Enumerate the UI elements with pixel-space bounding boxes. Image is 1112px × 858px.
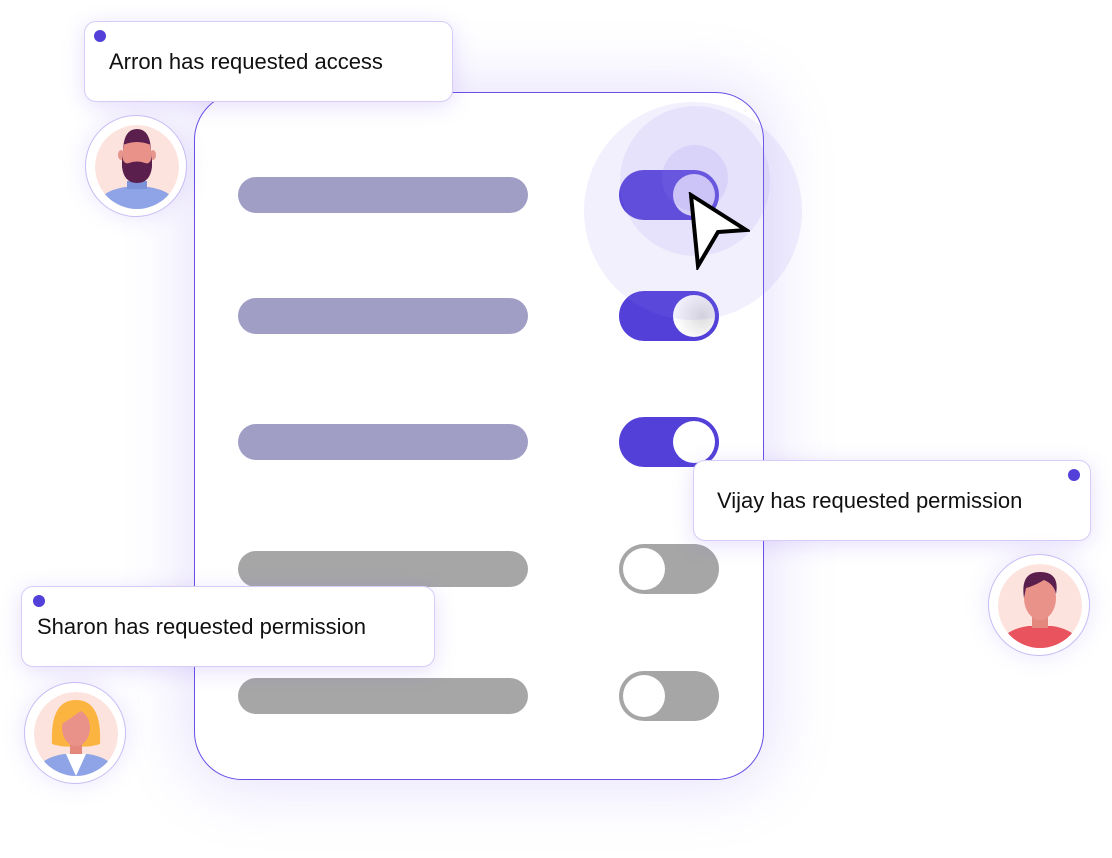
- notification-sharon[interactable]: Sharon has requested permission: [21, 586, 435, 667]
- notification-text: Sharon has requested permission: [37, 613, 366, 639]
- permission-row-4: [195, 544, 763, 594]
- permission-toggle-2[interactable]: [619, 291, 719, 341]
- blonde-woman-avatar: [24, 682, 126, 784]
- toggle-knob: [623, 675, 665, 717]
- permission-label-bar: [238, 424, 528, 460]
- notification-arron[interactable]: Arron has requested access: [84, 21, 453, 102]
- permission-toggle-3[interactable]: [619, 417, 719, 467]
- mouse-pointer-icon: [688, 192, 750, 270]
- notification-text: Vijay has requested permission: [717, 487, 1023, 513]
- notification-text: Arron has requested access: [109, 48, 383, 74]
- permission-label-bar: [238, 177, 528, 213]
- toggle-knob: [673, 421, 715, 463]
- notification-vijay[interactable]: Vijay has requested permission: [693, 460, 1091, 541]
- unread-dot: [33, 595, 45, 607]
- unread-dot: [94, 30, 106, 42]
- permission-row-5: [195, 671, 763, 721]
- permission-label-bar: [238, 551, 528, 587]
- young-man-avatar: [988, 554, 1090, 656]
- permission-label-bar: [238, 678, 528, 714]
- toggle-knob: [673, 295, 715, 337]
- permission-row-2: [195, 291, 763, 341]
- permission-toggle-5[interactable]: [619, 671, 719, 721]
- permission-label-bar: [238, 298, 528, 334]
- toggle-knob: [623, 548, 665, 590]
- bearded-man-avatar: [85, 115, 187, 217]
- unread-dot: [1068, 469, 1080, 481]
- permission-row-3: [195, 417, 763, 467]
- permission-toggle-4[interactable]: [619, 544, 719, 594]
